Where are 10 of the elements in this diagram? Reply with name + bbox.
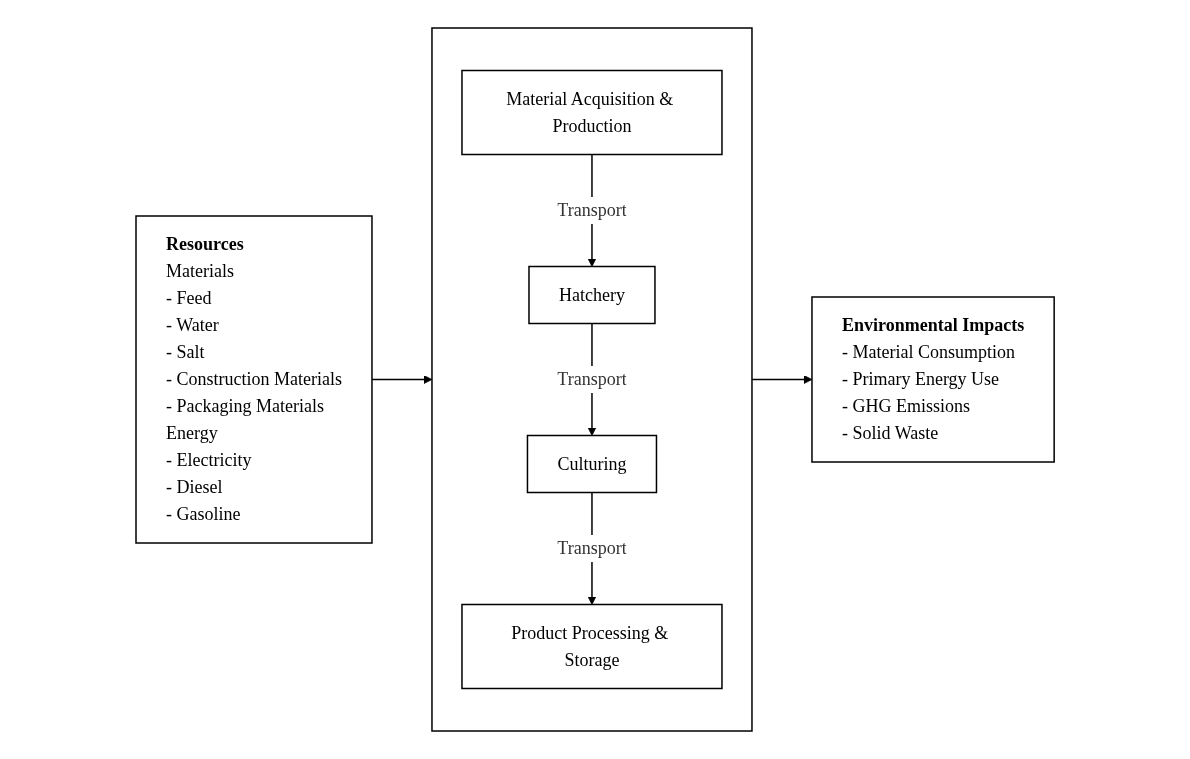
node-box: Environmental Impacts - Material Consumption - Primary Energy Use - GHG Emissions - Solid Waste bbox=[811, 296, 1055, 463]
node-box: Hatchery bbox=[528, 265, 656, 325]
node-box: Material Acquisition & Production bbox=[461, 69, 723, 156]
node-box: Resources Materials - Feed - Water - Salt - Construction Materials - Packaging Materials Energy - Electricity - Diesel - Gasoline bbox=[135, 215, 373, 544]
edge-label: Transport bbox=[557, 200, 627, 220]
node-box: Culturing bbox=[526, 434, 658, 494]
node-box: Product Processing & Storage bbox=[461, 603, 723, 690]
edge-label: Transport bbox=[557, 369, 627, 389]
cluster bbox=[431, 27, 753, 732]
edge-label: Transport bbox=[557, 538, 627, 558]
